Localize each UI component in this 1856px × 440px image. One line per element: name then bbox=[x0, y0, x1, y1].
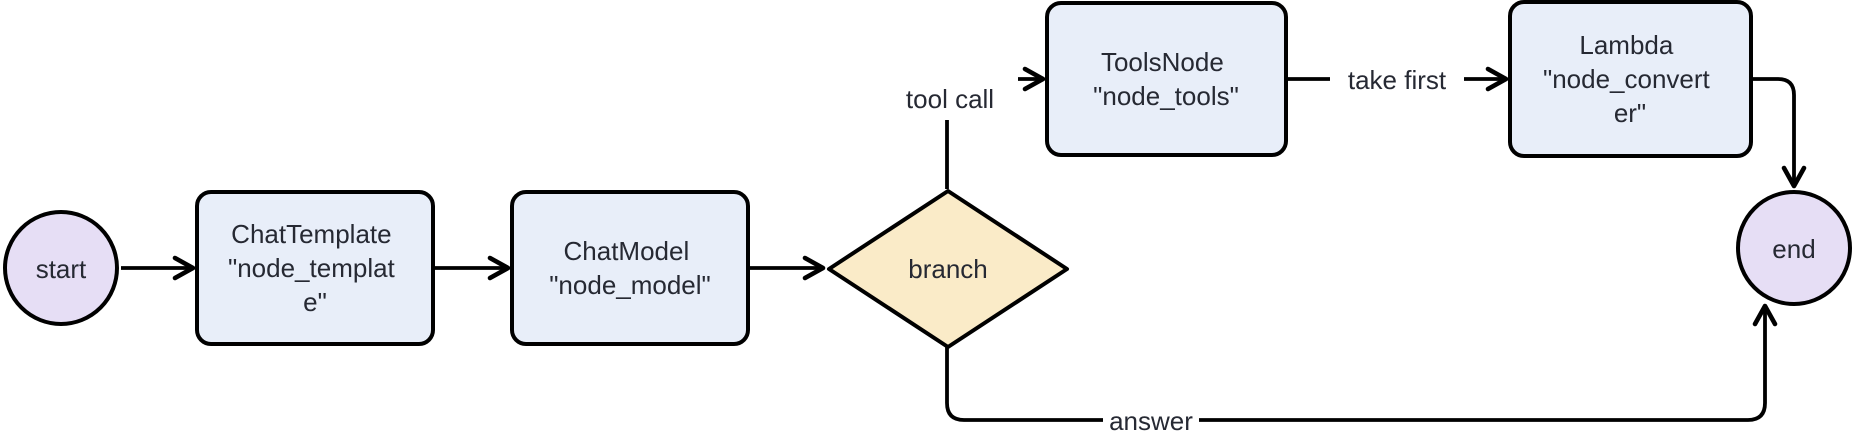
start-circle-shape bbox=[3, 210, 119, 326]
node-label-line: ChatTemplate bbox=[231, 219, 391, 249]
node-label: ChatTemplate "node_templat e" bbox=[228, 219, 402, 317]
edge-label-layer: tool call take first answer bbox=[882, 61, 1464, 439]
node-lambda: Lambda "node_convert er" bbox=[1508, 0, 1753, 158]
edge-label-text: take first bbox=[1348, 65, 1447, 95]
branch-diamond-shape bbox=[827, 189, 1069, 349]
node-label-line: "node_model" bbox=[549, 270, 711, 300]
node-label-line: "node_templat bbox=[228, 253, 396, 283]
node-label: ChatModel "node_model" bbox=[549, 236, 711, 300]
edge-label-bg bbox=[1330, 61, 1464, 98]
node-label-line: ChatModel bbox=[564, 236, 690, 266]
edge-label-answer: answer bbox=[1103, 402, 1199, 439]
node-label-line: er" bbox=[1614, 98, 1646, 128]
chat-model-rect-shape bbox=[510, 190, 750, 346]
node-label-line: "node_convert bbox=[1543, 64, 1711, 94]
edge-label-text: answer bbox=[1109, 406, 1193, 436]
edge-label-text: tool call bbox=[906, 84, 994, 114]
node-label: end bbox=[1772, 234, 1815, 264]
edge-label-bg bbox=[882, 74, 1018, 120]
edge-branch-to-end bbox=[945, 303, 1778, 422]
edge-label-take-first: take first bbox=[1330, 61, 1464, 98]
node-tools-node: ToolsNode "node_tools" bbox=[1045, 1, 1288, 157]
edge-lambda-to-end bbox=[1751, 77, 1807, 189]
chat-template-rect-shape bbox=[195, 190, 435, 346]
edge-label-bg bbox=[1103, 402, 1199, 439]
lambda-rect-shape bbox=[1508, 0, 1753, 158]
node-start: start bbox=[3, 210, 119, 326]
node-branch: branch bbox=[827, 189, 1069, 349]
tools-node-rect-shape bbox=[1045, 1, 1288, 157]
node-end: end bbox=[1736, 190, 1852, 306]
node-chat-template: ChatTemplate "node_templat e" bbox=[195, 190, 435, 346]
node-chat-model: ChatModel "node_model" bbox=[510, 190, 750, 346]
node-label: ToolsNode "node_tools" bbox=[1093, 47, 1239, 111]
edge-label-tool-call: tool call bbox=[882, 74, 1018, 120]
node-label: Lambda "node_convert er" bbox=[1543, 30, 1717, 128]
node-label: start bbox=[36, 254, 87, 284]
node-label-line: "node_tools" bbox=[1093, 81, 1239, 111]
node-label-line: e" bbox=[303, 287, 327, 317]
node-layer: start ChatTemplate "node_templat e" Chat… bbox=[3, 0, 1852, 349]
node-label: branch bbox=[908, 254, 988, 284]
node-label-line: ToolsNode bbox=[1101, 47, 1224, 77]
node-label-line: Lambda bbox=[1579, 30, 1673, 60]
end-circle-shape bbox=[1736, 190, 1852, 306]
